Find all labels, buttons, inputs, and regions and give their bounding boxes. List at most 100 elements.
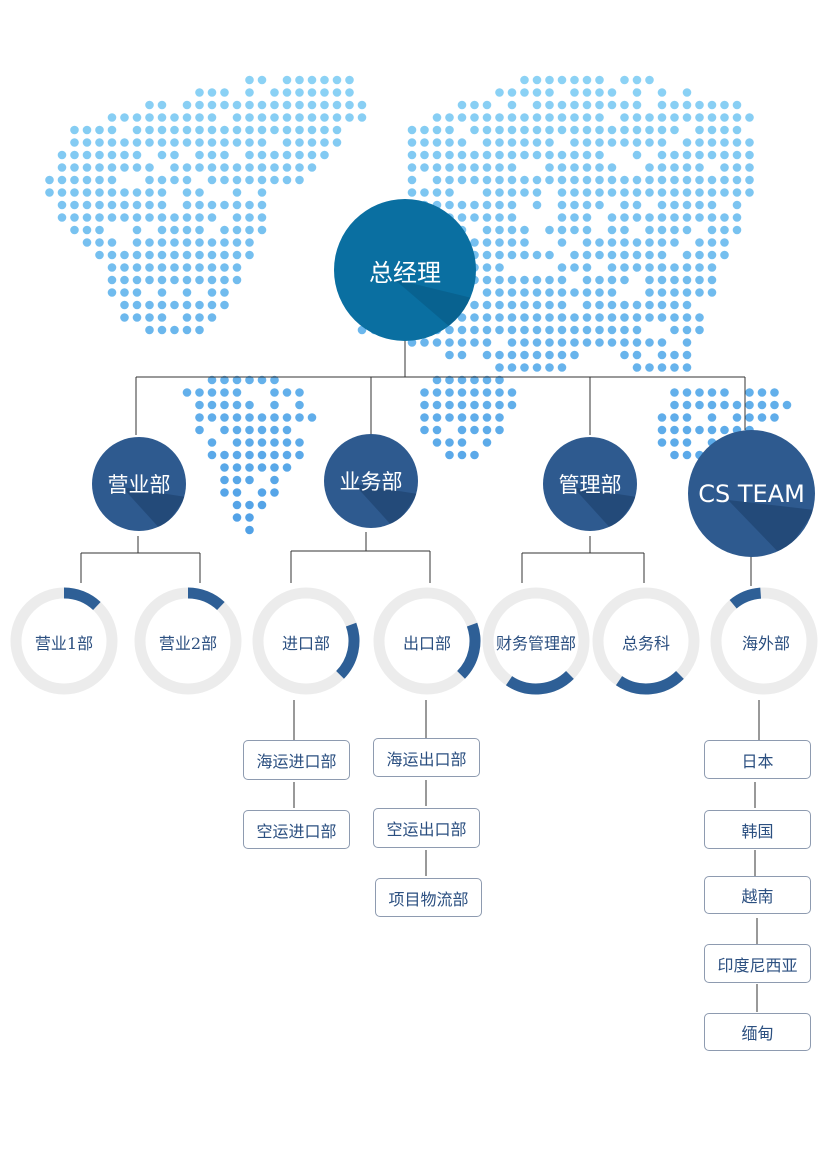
- dept-cs-team-node[interactable]: CS TEAM: [688, 430, 815, 557]
- leaf-vietnam[interactable]: 越南: [704, 876, 811, 914]
- map-dot: [95, 163, 104, 172]
- map-dot: [432, 125, 442, 135]
- map-dot: [95, 175, 104, 185]
- map-dot: [482, 288, 492, 297]
- sub-finance[interactable]: 财务管理部: [484, 612, 588, 672]
- map-dot: [557, 288, 567, 297]
- map-dot: [707, 250, 717, 260]
- ring-progress-arc: [456, 622, 481, 679]
- map-dot: [695, 425, 704, 435]
- map-dot: [682, 450, 692, 460]
- map-dot: [557, 350, 567, 360]
- map-dot: [482, 125, 492, 135]
- leaf-project-logistics[interactable]: 项目物流部: [375, 878, 482, 917]
- sub-general-affairs[interactable]: 总务科: [599, 612, 693, 672]
- map-dot: [657, 188, 667, 197]
- leaf-sea-import[interactable]: 海运进口部: [243, 740, 350, 780]
- map-dot: [482, 313, 492, 322]
- map-dot: [607, 288, 617, 297]
- map-dot: [645, 138, 654, 147]
- map-dot: [670, 350, 679, 360]
- map-dot: [632, 263, 642, 272]
- map-dot: [182, 138, 192, 147]
- map-dot: [195, 388, 204, 397]
- sub-import[interactable]: 进口部: [259, 612, 353, 672]
- map-dot: [557, 300, 567, 310]
- dept-sales-node[interactable]: 营业部: [92, 437, 186, 531]
- map-dot: [782, 400, 792, 410]
- map-dot: [707, 263, 717, 272]
- map-dot: [657, 438, 667, 447]
- map-dot: [632, 113, 642, 122]
- leaf-japan[interactable]: 日本: [704, 740, 811, 779]
- map-dot: [157, 113, 167, 122]
- map-dot: [607, 175, 617, 185]
- map-dot: [232, 200, 242, 210]
- sub-export[interactable]: 出口部: [380, 612, 474, 672]
- leaf-air-import[interactable]: 空运进口部: [243, 810, 350, 849]
- map-dot: [282, 413, 292, 422]
- sub-sales-2[interactable]: 营业2部: [141, 612, 235, 672]
- sub-sales-1[interactable]: 营业1部: [17, 612, 111, 672]
- ring-progress-arc: [615, 670, 684, 695]
- map-dot: [182, 163, 192, 172]
- map-dot: [657, 150, 667, 160]
- map-dot: [545, 363, 554, 372]
- map-dot: [195, 200, 204, 210]
- map-dot: [520, 325, 529, 335]
- map-dot: [645, 163, 654, 172]
- map-dot: [557, 175, 567, 185]
- map-dot: [482, 188, 492, 197]
- map-dot: [557, 75, 567, 85]
- map-dot: [657, 125, 667, 135]
- dept-business-node[interactable]: 业务部: [324, 434, 418, 528]
- map-dot: [232, 263, 242, 272]
- map-dot: [595, 100, 604, 110]
- map-dot: [482, 100, 492, 110]
- map-dot: [607, 225, 617, 235]
- leaf-sea-export[interactable]: 海运出口部: [373, 738, 480, 777]
- map-dot: [195, 400, 204, 410]
- map-dot: [282, 175, 292, 185]
- leaf-korea[interactable]: 韩国: [704, 810, 811, 849]
- map-dot: [207, 400, 217, 410]
- map-dot: [557, 238, 567, 247]
- map-dot: [195, 138, 204, 147]
- map-dot: [257, 200, 267, 210]
- map-dot: [695, 188, 704, 197]
- map-dot: [470, 100, 479, 110]
- map-dot: [670, 313, 679, 322]
- map-dot: [257, 125, 267, 135]
- map-dot: [607, 250, 617, 260]
- general-manager-node[interactable]: 总经理: [334, 199, 476, 341]
- map-dot: [570, 75, 579, 85]
- map-dot: [670, 275, 679, 285]
- map-dot: [470, 450, 479, 460]
- map-dot: [507, 113, 517, 122]
- map-dot: [632, 75, 642, 85]
- sub-overseas[interactable]: 海外部: [717, 612, 815, 672]
- map-dot: [657, 88, 667, 97]
- map-dot: [545, 88, 554, 97]
- map-dot: [120, 200, 129, 210]
- map-dot: [482, 438, 492, 447]
- map-dot: [320, 88, 329, 97]
- leaf-air-export[interactable]: 空运出口部: [373, 808, 480, 848]
- map-dot: [457, 175, 467, 185]
- map-dot: [695, 313, 704, 322]
- map-dot: [107, 238, 117, 247]
- map-dot: [707, 138, 717, 147]
- map-dot: [632, 363, 642, 372]
- map-dot: [482, 338, 492, 347]
- map-dot: [270, 388, 279, 397]
- leaf-indonesia[interactable]: 印度尼西亚: [704, 944, 811, 983]
- map-dot: [232, 275, 242, 285]
- dept-admin-node[interactable]: 管理部: [543, 437, 637, 531]
- map-dot: [657, 288, 667, 297]
- map-dot: [482, 200, 492, 210]
- map-dot: [195, 238, 204, 247]
- map-dot: [707, 288, 717, 297]
- map-dot: [257, 113, 267, 122]
- leaf-myanmar[interactable]: 缅甸: [704, 1013, 811, 1051]
- map-dot: [245, 113, 254, 122]
